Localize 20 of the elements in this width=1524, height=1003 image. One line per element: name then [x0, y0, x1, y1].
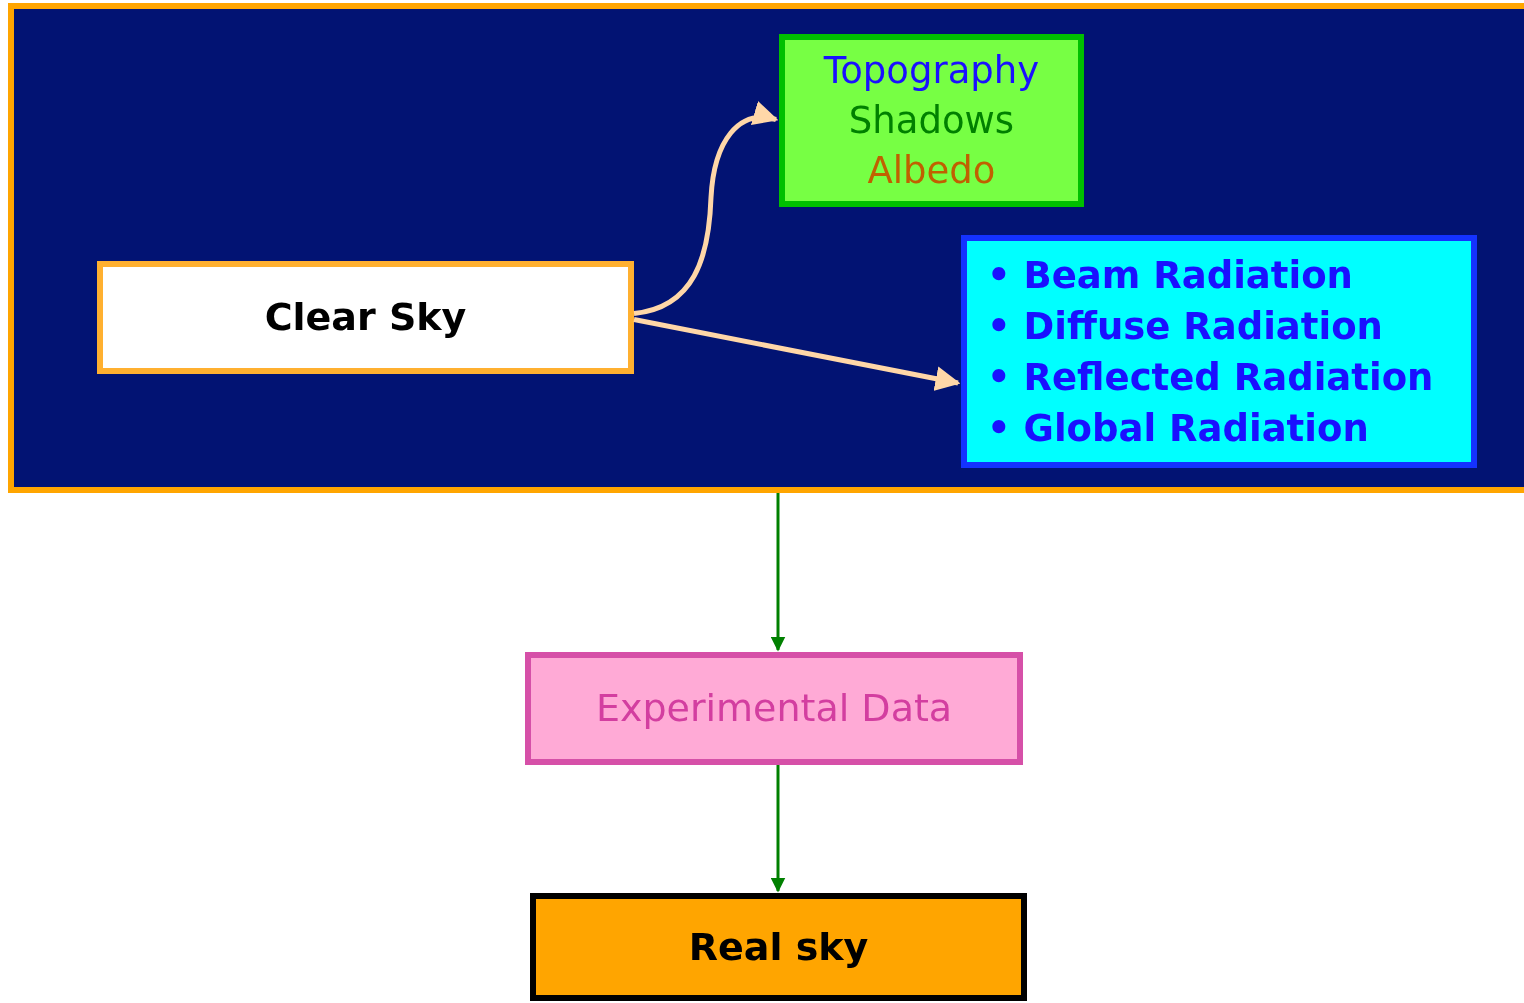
list-item: • Global Radiation [987, 405, 1370, 452]
box-label: Clear Sky [264, 294, 467, 341]
list-item: • Reflected Radiation [987, 354, 1435, 401]
factor-label: Topography [823, 47, 1040, 94]
list-item: • Diffuse Radiation [987, 303, 1384, 350]
factor-box [779, 34, 1084, 207]
list-item: • Beam Radiation [987, 252, 1354, 299]
process-box [97, 261, 634, 374]
box-label: Experimental Data [595, 685, 953, 732]
list-box [961, 235, 1477, 468]
process-box [530, 893, 1027, 1001]
factor-label: Albedo [867, 147, 996, 194]
arrow [770, 765, 786, 893]
arrow [633, 102, 779, 316]
panel-background [8, 3, 1524, 493]
factor-label: Shadows [848, 97, 1015, 144]
arrow [633, 317, 961, 391]
process-box [525, 652, 1023, 765]
box-label: Real sky [688, 923, 869, 971]
arrow [770, 493, 786, 652]
